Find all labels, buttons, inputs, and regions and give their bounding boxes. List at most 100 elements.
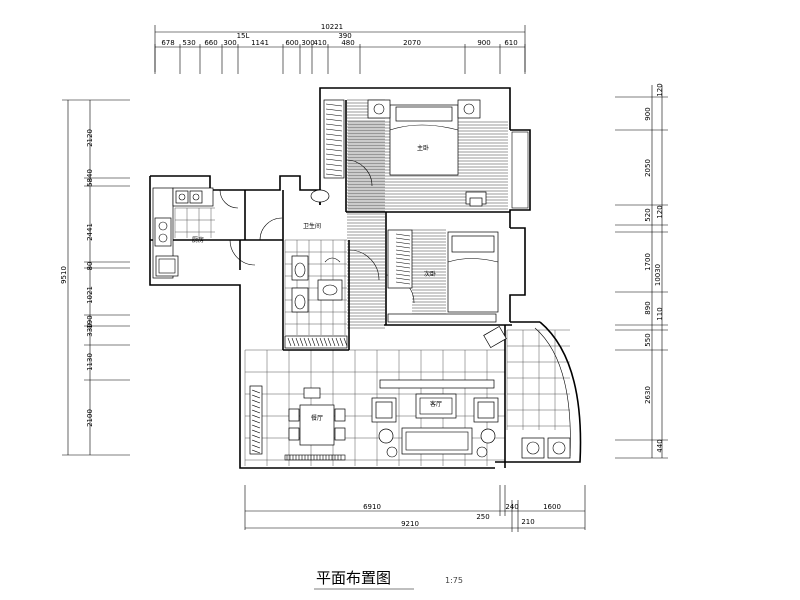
pattern-mark: [299, 337, 304, 347]
room-label-living: 客厅: [430, 400, 442, 408]
hanger-mark: [325, 113, 343, 117]
top-segment-dim: 480: [341, 39, 354, 47]
corridor-floor: [347, 99, 385, 329]
right-segment-dim: 550: [644, 333, 652, 346]
stove: [154, 217, 172, 247]
pattern-mark: [287, 337, 292, 347]
hanger-mark: [395, 265, 411, 269]
floor-mat: [284, 454, 346, 461]
top-segment-dim: 660: [204, 39, 217, 47]
right-dimension-lines: [615, 85, 668, 459]
right-segment-dim: 2050: [644, 159, 652, 177]
pattern-mark: [315, 337, 320, 347]
top-segment-dim: 678: [161, 39, 174, 47]
hanger-mark: [325, 133, 343, 137]
right-segment-dim: 120: [656, 83, 664, 96]
hanger-mark: [325, 128, 343, 132]
right-segment-dim: 120: [656, 205, 664, 218]
drawing-title: 平面布置图: [316, 569, 391, 587]
hanger-mark: [395, 277, 411, 281]
top-segment-dim: 300: [223, 39, 236, 47]
right-segment-dim: 440: [656, 439, 664, 452]
washing-machine: [521, 437, 571, 459]
balcony-tile-floor: [506, 329, 570, 430]
pattern-mark: [251, 429, 261, 434]
bottom-upper-dim-1: 6910: [363, 503, 381, 511]
sideboard: [249, 385, 263, 455]
top-upper-dim-1: 15L: [237, 32, 250, 40]
top-segment-dim: 530: [182, 39, 195, 47]
room-label-kitchen: 厨房: [192, 236, 204, 244]
room-label-second-bedroom: 次卧: [424, 270, 436, 278]
left-segment-dim: 330: [86, 323, 94, 336]
left-segment-dim: 2120: [86, 129, 94, 147]
pattern-mark: [311, 337, 316, 347]
desk: [387, 313, 507, 349]
left-segment-dim: 1021: [86, 286, 94, 304]
bottom-upper-dim-3: 1600: [543, 503, 561, 511]
second-bed: [447, 231, 499, 313]
left-segment-dim: 2100: [86, 409, 94, 427]
hanger-mark: [325, 158, 343, 162]
pattern-mark: [319, 337, 324, 347]
pattern-mark: [251, 449, 261, 454]
hanger-mark: [395, 257, 411, 261]
pattern-mark: [251, 424, 261, 429]
hanger-mark: [395, 237, 411, 241]
top-segment-dim: 2070: [403, 39, 421, 47]
doors: [219, 159, 415, 304]
hanger-mark: [325, 168, 343, 172]
top-segment-dim: 600: [285, 39, 298, 47]
pattern-mark: [251, 409, 261, 414]
bottom-total-dim: 9210: [401, 520, 419, 528]
pattern-mark: [251, 444, 261, 449]
room-label-bathroom: 卫生间: [303, 222, 321, 230]
exterior-walls: [149, 87, 582, 469]
hanger-mark: [325, 148, 343, 152]
dresser: [465, 191, 487, 207]
hanger-mark: [325, 103, 343, 107]
hanger-mark: [325, 118, 343, 122]
hanger-mark: [395, 253, 411, 257]
pattern-mark: [295, 337, 300, 347]
bottom-upper-dim-2: 240: [505, 503, 518, 511]
pattern-mark: [251, 439, 261, 444]
top-segment-dim: 300: [301, 39, 314, 47]
pattern-mark: [291, 337, 296, 347]
room-label-master-bedroom: 主卧: [417, 144, 429, 152]
pattern-mark: [327, 337, 332, 347]
drawing-scale: 1:75: [445, 576, 463, 585]
right-segment-dim: 900: [644, 107, 652, 120]
hanger-mark: [325, 123, 343, 127]
top-upper-dim-2: 390: [338, 32, 351, 40]
bathroom-fixtures: [291, 189, 343, 313]
right-segment-dim: 110: [656, 307, 664, 320]
fridge: [155, 255, 179, 277]
tv-cabinet: [379, 379, 495, 389]
left-segment-dim: 2441: [86, 223, 94, 241]
left-segment-dim: 80: [86, 262, 94, 271]
hanger-mark: [395, 241, 411, 245]
pattern-mark: [323, 337, 328, 347]
master-wardrobe: [323, 99, 345, 179]
pattern-mark: [251, 394, 261, 399]
living-sofa-set: [371, 393, 499, 458]
pattern-mark: [251, 404, 261, 409]
bottom-lower-dim-2: 210: [521, 518, 534, 526]
pattern-mark: [251, 389, 261, 394]
right-total-dim: 10030: [654, 264, 662, 286]
pattern-mark: [251, 419, 261, 424]
hanger-mark: [395, 261, 411, 265]
left-segment-dim: 1130: [86, 353, 94, 371]
top-total-dim: 10221: [321, 23, 343, 31]
master-bed: [367, 99, 481, 176]
hanger-mark: [395, 249, 411, 253]
hanger-mark: [395, 245, 411, 249]
pattern-mark: [307, 337, 312, 347]
left-total-dim: 9510: [60, 266, 68, 284]
pattern-mark: [251, 399, 261, 404]
hanger-mark: [395, 281, 411, 285]
